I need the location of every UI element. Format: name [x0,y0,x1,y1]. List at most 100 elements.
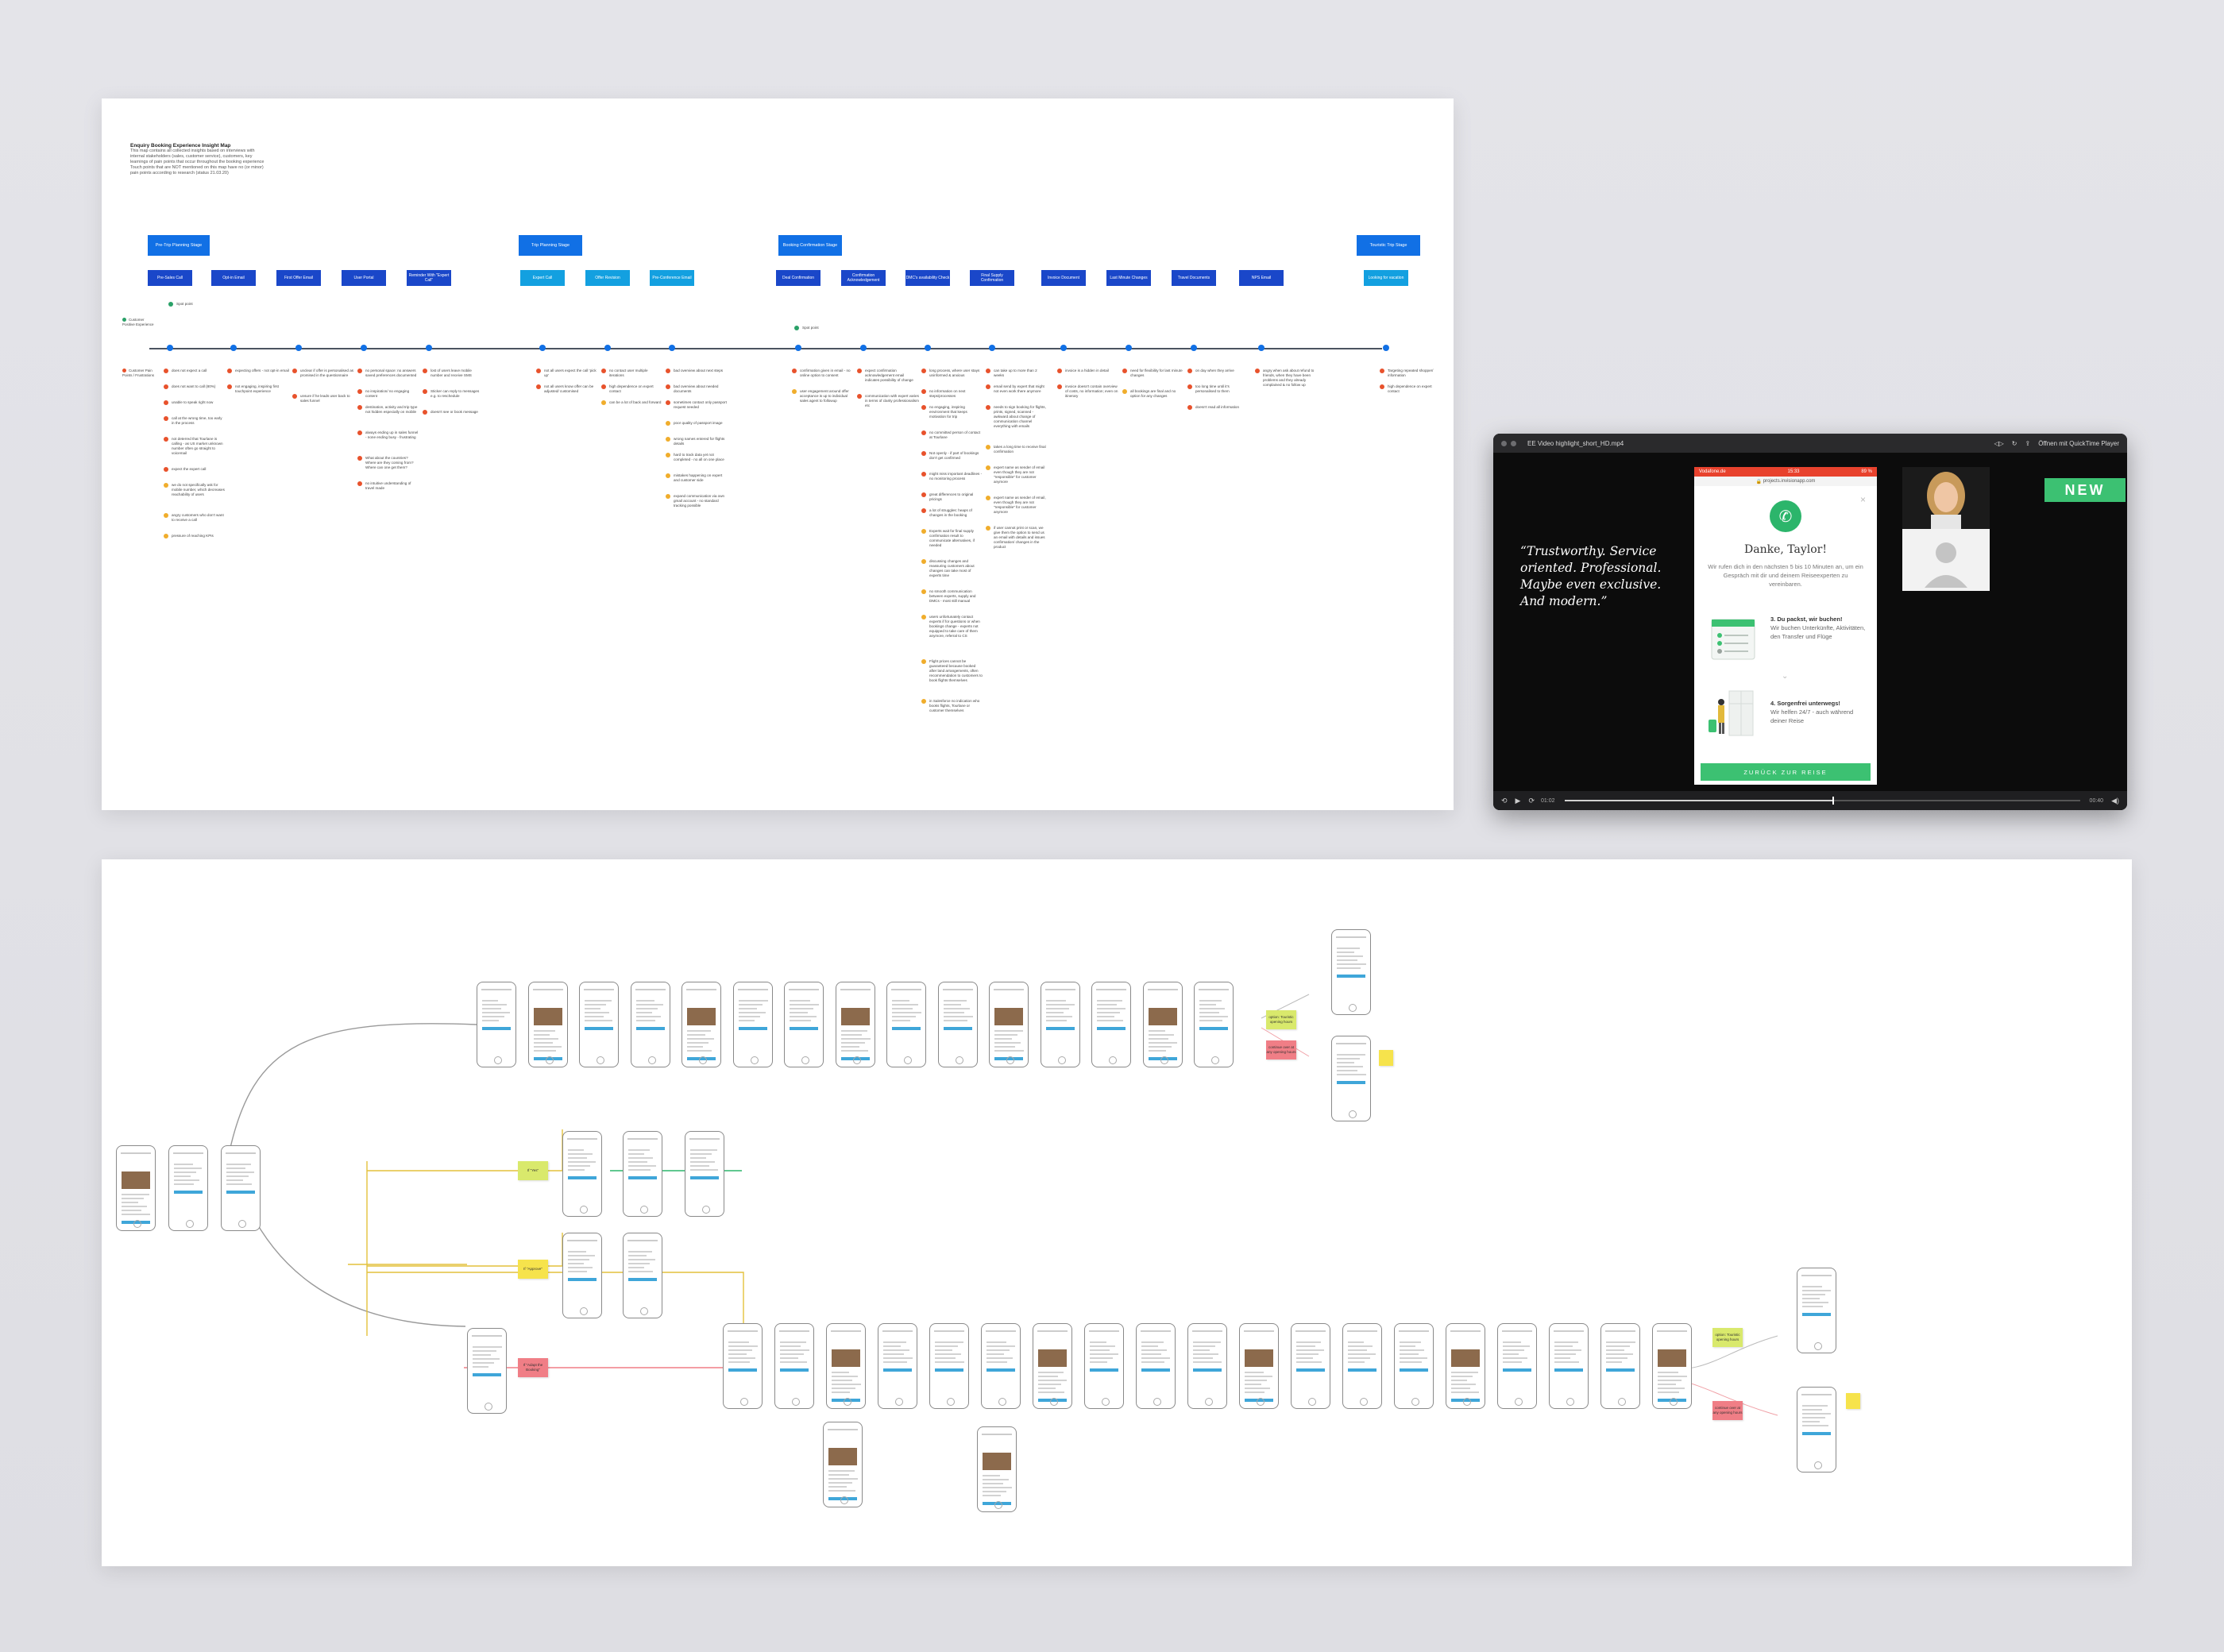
scrubber[interactable] [1564,797,2080,805]
close-window-button[interactable] [1501,440,1507,446]
rewind-icon[interactable]: ⟲ [1501,796,1508,805]
insight-marker-icon [1122,369,1127,373]
timeline-dot [539,345,546,351]
wireframe-screen [562,1233,602,1318]
phone-icon: ✆ [1770,500,1801,532]
insight-note: too long time until it's personalised to… [1187,384,1249,394]
insight-note: does not expect a call [164,369,226,373]
sticky-note: option: Touristic opening hours [1712,1328,1743,1347]
wireframe-screen [1136,1323,1176,1409]
insight-note: confirmation given in email - no online … [792,369,854,378]
map-note: This map contains all collected insights… [130,149,264,164]
touchpoint-3: User Portal [342,270,386,286]
forward-icon[interactable]: ⟳ [1528,796,1535,805]
touchpoint-13: Last Minute Changes [1106,270,1151,286]
touchpoint-8: Deal Confirmation [776,270,820,286]
legend-spot: Customer Positive Experience [122,318,154,326]
insight-marker-icon [423,410,427,415]
insight-note: poor quality of passport image [666,421,728,426]
window-controls [1501,440,1516,446]
insight-note: can be a lot of back and forward [601,400,663,405]
quicktime-player-window[interactable]: EE Video highlight_short_HD.mp4 ◁▷ ↻ ⇪ Ö… [1493,434,2127,810]
insight-map-board: Enquiry Booking Experience Insight Map T… [102,98,1454,810]
rotate-icon[interactable]: ↻ [2011,439,2017,447]
timeline-dot [1060,345,1067,351]
wireframe-screen [1549,1323,1589,1409]
phone-url-bar: 🔒 projects.invisionapp.com [1694,477,1877,486]
insight-marker-icon [792,389,797,394]
wireframe-screen [723,1323,763,1409]
insight-marker-icon [1380,384,1384,389]
insight-marker-icon [666,421,670,426]
insight-marker-icon [1380,369,1384,373]
insight-marker-icon [921,559,926,564]
timeline-dot [989,345,995,351]
insight-note: users unfortunately contact experts if f… [921,615,983,639]
insight-marker-icon [357,430,362,435]
wireframe-screen [1291,1323,1330,1409]
scrubber-handle[interactable] [1832,797,1835,805]
insight-note: all bookings are final and no option for… [1122,389,1184,399]
insight-marker-icon [921,589,926,594]
timeline-dot [669,345,675,351]
back-to-trip-button[interactable]: ZURÜCK ZUR REISE [1701,763,1871,781]
insight-marker-icon [986,526,990,531]
play-icon[interactable]: ▶ [1515,796,1521,805]
insight-note: Flight prices cannot be guaranteed becau… [921,659,983,683]
touchpoint-2: First Offer Email [276,270,321,286]
wireframe-screen [1331,1036,1371,1121]
insight-marker-icon [921,529,926,534]
touchpoint-5: Expert Call [520,270,565,286]
insight-marker-icon [164,400,168,405]
share-icon[interactable]: ⇪ [2025,439,2031,447]
insight-note: might miss important deadlines - no moni… [921,472,983,481]
touchpoint-16: Looking for vacation [1364,270,1408,286]
stage-trip-planning: Trip Planning Stage [519,235,582,256]
insight-marker-icon [536,369,541,373]
touchpoint-11: Final Supply Confirmation [970,270,1014,286]
insight-marker-icon [986,465,990,470]
insight-marker-icon [292,394,297,399]
wireframe-screen [685,1131,724,1217]
insight-note: no smooth communication between experts,… [921,589,983,604]
insight-note: need for flexibility for last minute cha… [1122,369,1184,378]
insight-marker-icon [357,369,362,373]
insight-note: hard to track data yet not completed - n… [666,453,728,462]
step-3: 3. Du packst, wir buchen!Wir buchen Unte… [1770,616,1866,640]
scrubber-fill [1564,800,1833,801]
wireframe-screen [774,1323,814,1409]
insight-note: mistakes happening on expert and custome… [666,473,728,483]
insight-marker-icon [921,472,926,477]
insight-marker-icon [986,445,990,450]
player-titlebar: EE Video highlight_short_HD.mp4 ◁▷ ↻ ⇪ Ö… [1493,434,2127,453]
open-with-quicktime-button[interactable]: Öffnen mit QuickTime Player [2038,439,2119,447]
wireframe-screen [1446,1323,1485,1409]
timeline-dot [604,345,611,351]
phone-status-bar: Vodafone.de 15:33 89 % [1694,467,1877,477]
timeline-dot [230,345,237,351]
insight-note: invoice is a hidden in detail [1057,369,1119,373]
booking-illustration-icon [1711,619,1755,660]
sticky-note: continue over at any opening hours [1266,1040,1296,1060]
wireframe-screen [732,982,773,1067]
map-note: Touch points that are NOT mentioned on t… [130,165,264,176]
insight-note: invoice doesn't contain overview of cost… [1057,384,1119,399]
insight-note: angry customers who don't want to receiv… [164,513,226,523]
wireframe-screen [1394,1323,1434,1409]
map-title: Enquiry Booking Experience Insight Map [130,143,231,149]
insight-marker-icon [921,659,926,664]
insight-note: not all users expect the call 'pick up' [536,369,598,378]
sticky-note [1379,1050,1393,1066]
insight-marker-icon [227,384,232,389]
insight-marker-icon [666,473,670,478]
minimize-window-button[interactable] [1511,440,1516,446]
insight-note: no personal space: no answers saved pref… [357,369,419,378]
wireframe-screen [1194,982,1234,1067]
timeline-dot [426,345,432,351]
insight-note: What about the countries? Where are they… [357,456,419,470]
volume-icon[interactable]: ◁▷ [1994,439,2004,447]
video-filename: EE Video highlight_short_HD.mp4 [1527,439,1624,447]
insight-note: on day when they arrive [1187,369,1249,373]
speaker-icon[interactable]: ◀) [2111,796,2119,805]
insight-marker-icon [1122,389,1127,394]
